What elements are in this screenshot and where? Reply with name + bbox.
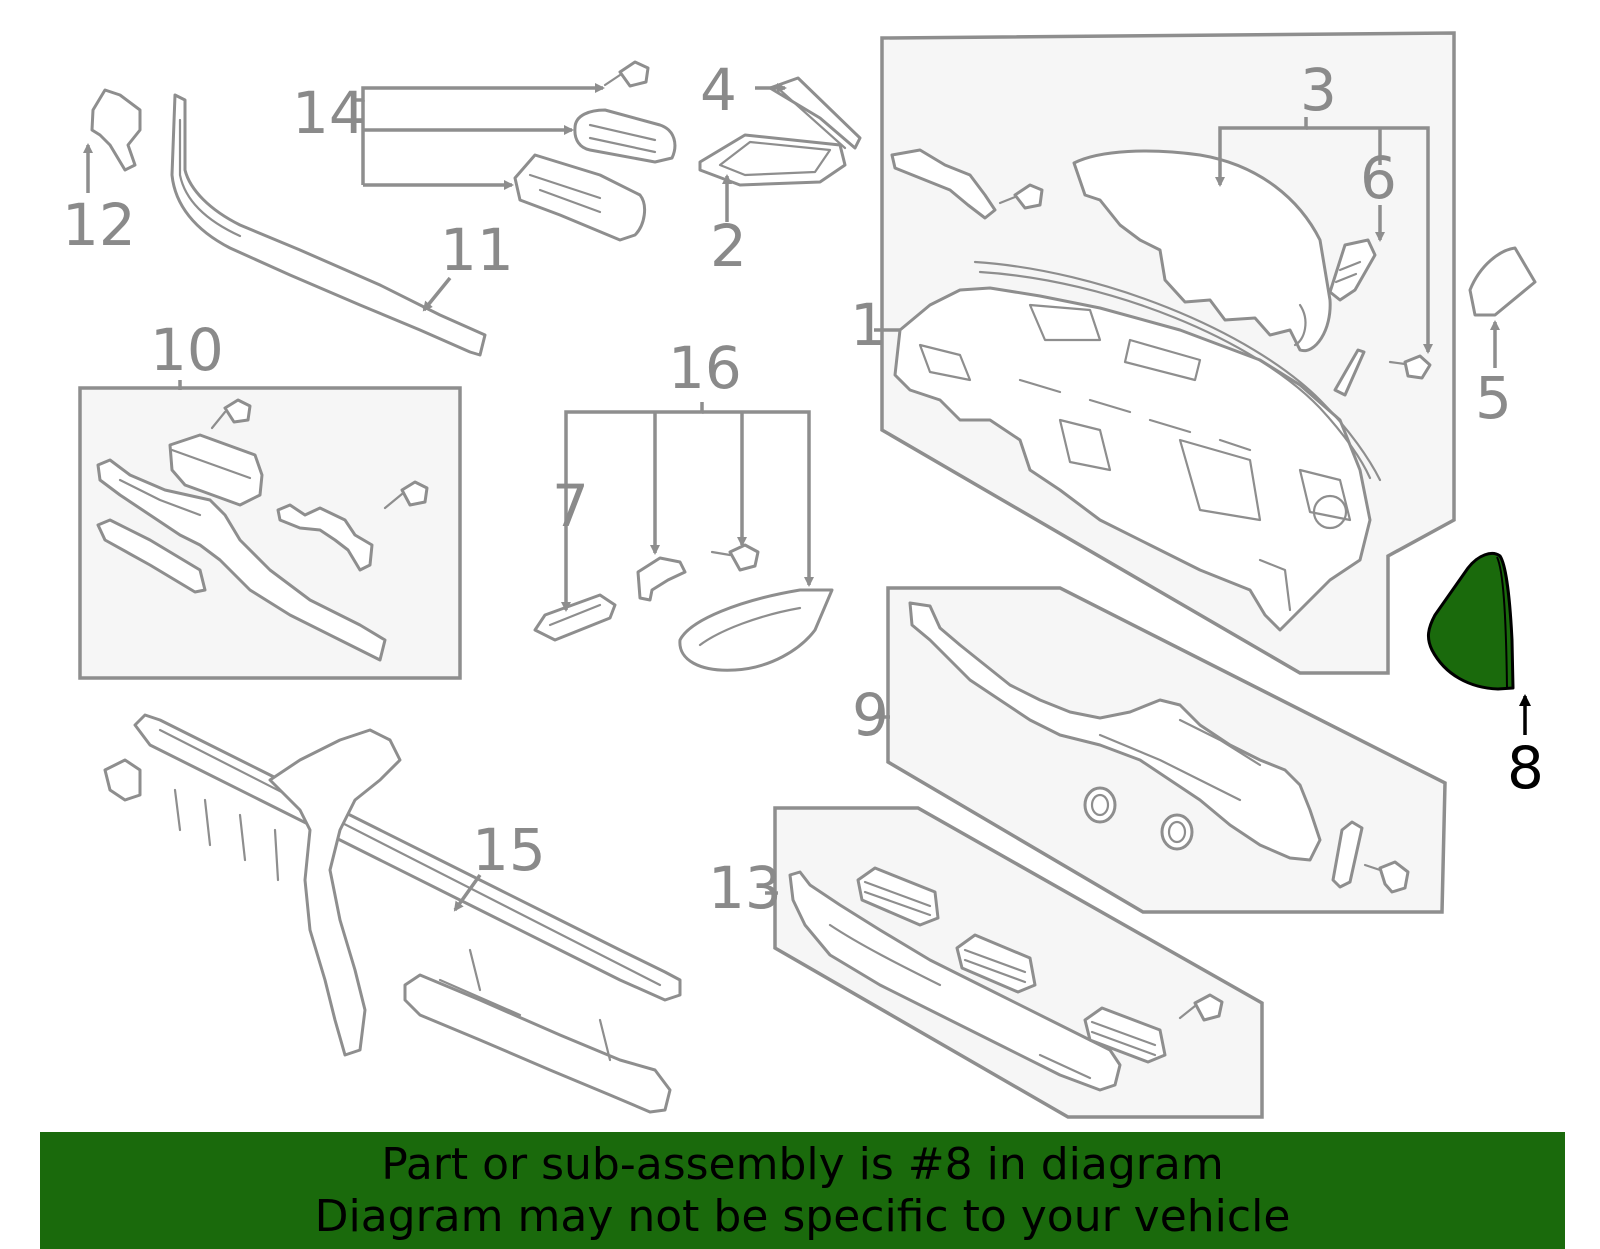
callout-11: 11 [440,216,514,284]
callout-5: 5 [1475,364,1512,432]
callout-16: 16 [668,334,742,402]
part-13-screw[interactable] [1178,993,1224,1022]
callout-labels: 1 2 3 4 5 6 7 8 9 10 11 12 13 14 15 16 [62,56,1544,922]
part-13-garnish[interactable] [788,870,1122,1092]
info-banner: Part or sub-assembly is #8 in diagram Di… [40,1132,1565,1249]
banner-line-2: Diagram may not be specific to your vehi… [314,1190,1291,1242]
part-12-bracket[interactable] [90,88,142,172]
part-5-end-cap[interactable] [1468,246,1537,317]
callout-15: 15 [472,816,546,884]
callout-3: 3 [1300,56,1337,124]
part-9-lower-panel[interactable] [908,601,1322,862]
part-9-clip[interactable] [1363,860,1410,894]
callout-8: 8 [1507,734,1544,802]
part-10-screw-a[interactable] [210,398,252,430]
part-4-lid[interactable] [768,76,862,150]
callout-14: 14 [292,79,366,147]
part-15-cross-beam[interactable] [103,713,682,1114]
part-3-top-cover[interactable] [1072,149,1332,353]
callout-12: 12 [62,191,136,259]
group-10-box [78,386,462,680]
part-9-grommet-a[interactable] [1083,786,1117,824]
callout-6: 6 [1360,144,1397,212]
screw-3[interactable] [1388,354,1432,380]
part-10-screw-b[interactable] [383,480,429,510]
part-9-pin[interactable] [1331,820,1364,889]
part-10-bracket[interactable] [276,503,374,572]
part-1-instrument-panel[interactable] [893,260,1382,632]
part-7-switch[interactable] [533,593,617,642]
callout-10: 10 [150,316,224,384]
part-11-trim-strip[interactable] [170,93,487,357]
part-16-clip[interactable] [636,556,687,602]
part-16-cover[interactable] [678,588,834,672]
part-6-vent[interactable] [1328,238,1377,302]
part-16-screw[interactable] [710,543,760,572]
part-10-inner-panel[interactable] [96,518,207,594]
part-10-glovebox-lid[interactable] [96,458,387,662]
part-14-vent-lower[interactable] [513,153,647,242]
part-13-vent-c[interactable] [1083,1006,1167,1064]
callout-1: 1 [850,291,887,359]
callout-7: 7 [552,472,589,540]
part-10-box[interactable] [168,433,264,507]
part-14-vent-upper[interactable] [573,108,677,164]
banner-line-1: Part or sub-assembly is #8 in diagram [381,1138,1224,1190]
part-3-clip[interactable] [1333,348,1366,397]
part-2-tray[interactable] [698,133,847,187]
part-9-grommet-b[interactable] [1160,813,1194,851]
callout-4: 4 [700,56,737,124]
part-14-screw[interactable] [603,60,650,88]
part-13-vent-b[interactable] [955,933,1037,994]
part-13-vent-a[interactable] [856,866,940,927]
callout-9: 9 [852,681,889,749]
part-1-bracket[interactable] [890,148,997,220]
screw-1[interactable] [998,183,1044,210]
part-8-side-cover[interactable] [1426,552,1515,691]
callout-13: 13 [708,854,782,922]
leader-lines [83,83,1531,912]
callout-2: 2 [710,212,747,280]
